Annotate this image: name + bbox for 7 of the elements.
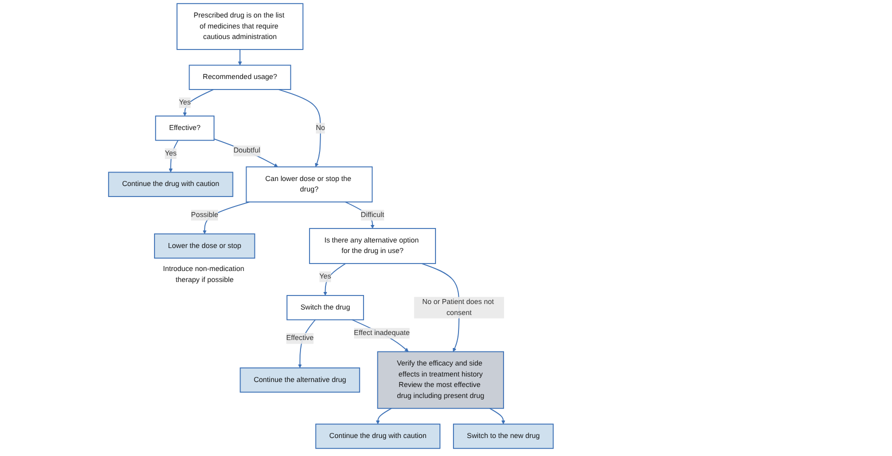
- arrow: [214, 138, 278, 168]
- arrow: [278, 89, 321, 168]
- arrow: [182, 89, 214, 116]
- arrow: [168, 140, 179, 172]
- arrow: [376, 408, 392, 424]
- arrow: [238, 49, 242, 66]
- arrow: [489, 408, 506, 424]
